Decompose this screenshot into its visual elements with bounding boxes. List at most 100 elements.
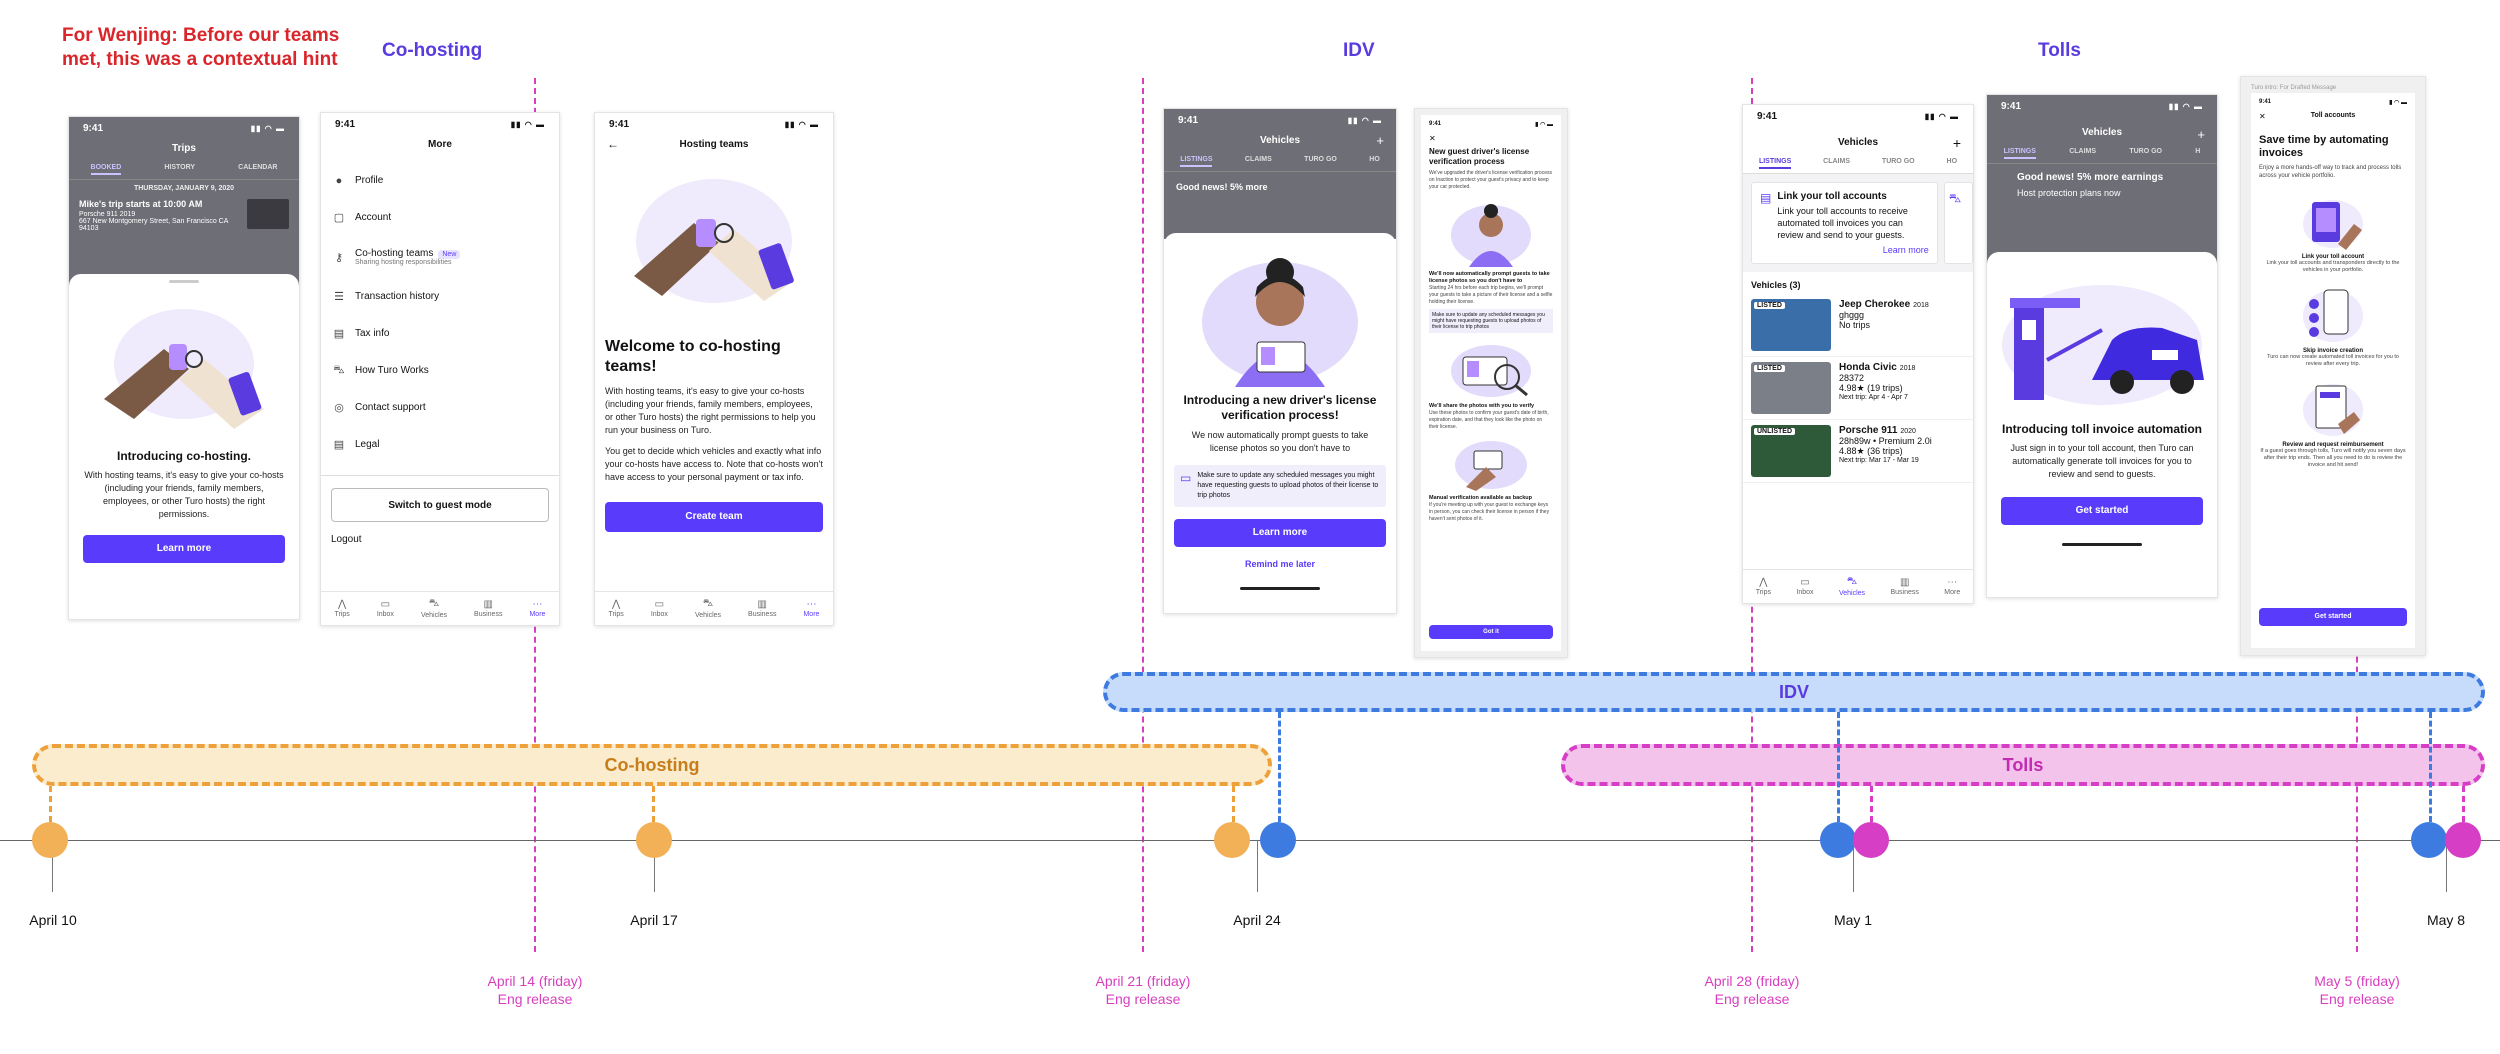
- remind-me-later-link[interactable]: Remind me later: [1164, 559, 1396, 569]
- nav-more[interactable]: ⋯More: [529, 599, 545, 618]
- nav-inbox[interactable]: ▭Inbox: [1796, 577, 1813, 596]
- card-learn-more-link[interactable]: Learn more: [1777, 245, 1928, 255]
- account-icon: ▢: [331, 211, 347, 224]
- tab-history[interactable]: HISTORY: [164, 164, 195, 175]
- tab-more[interactable]: HO: [1947, 158, 1958, 169]
- chart-icon: ▥: [1890, 577, 1918, 588]
- tab-more[interactable]: H: [2195, 148, 2200, 159]
- nav-business[interactable]: ▥Business: [748, 599, 776, 618]
- tab-turo-go[interactable]: TURO GO: [2129, 148, 2162, 159]
- milestone-cohosting-apr24[interactable]: [1214, 822, 1250, 858]
- logout-link[interactable]: Logout: [321, 522, 559, 557]
- back-arrow-icon[interactable]: ←: [607, 137, 619, 151]
- get-started-button[interactable]: Get started: [2259, 608, 2407, 626]
- listing-status-badge: LISTED: [1754, 365, 1785, 372]
- menu-item-contact-support[interactable]: ◎Contact support: [321, 389, 559, 426]
- section-body-3: If you're meeting up with your guest to …: [1429, 502, 1553, 523]
- modal-title: Introducing a new driver's license verif…: [1164, 387, 1396, 423]
- guest-portrait-illustration: [1441, 197, 1541, 267]
- release-label: Eng release: [1672, 990, 1832, 1008]
- listing-status-badge: LISTED: [1754, 302, 1785, 309]
- learn-more-button[interactable]: Learn more: [83, 535, 285, 563]
- nav-business[interactable]: ▥Business: [474, 599, 502, 618]
- card-title: Link your toll accounts: [1777, 191, 1928, 202]
- menu-item-transaction-history[interactable]: ☰Transaction history: [321, 278, 559, 315]
- close-icon[interactable]: ✕: [2259, 112, 2266, 121]
- tab-booked[interactable]: BOOKED: [91, 164, 122, 175]
- tab-more[interactable]: HO: [1369, 156, 1380, 167]
- vehicle-year: 2018: [1900, 365, 1916, 372]
- tab-claims[interactable]: CLAIMS: [1245, 156, 1272, 167]
- nav-trips[interactable]: ⋀Trips: [609, 599, 624, 618]
- nav-vehicles[interactable]: ⛍Vehicles: [1839, 576, 1865, 597]
- tab-calendar[interactable]: CALENDAR: [238, 164, 277, 175]
- link-toll-accounts-card[interactable]: ▤ Link your toll accounts Link your toll…: [1751, 182, 1938, 264]
- sheet-grabber[interactable]: [169, 280, 199, 283]
- milestone-cohosting-apr17[interactable]: [636, 822, 672, 858]
- milestone-tolls-may8[interactable]: [2445, 822, 2481, 858]
- more-icon: ⋯: [1944, 577, 1960, 588]
- promo-body: Host protection plans now: [2017, 188, 2205, 198]
- tab-listings[interactable]: LISTINGS: [1180, 156, 1212, 167]
- add-icon[interactable]: +: [1376, 133, 1384, 148]
- tab-listings[interactable]: LISTINGS: [1759, 158, 1791, 169]
- screen-toll-modal: 9:41▮▮ ◠ ▬ Vehicles+ LISTINGS CLAIMS TUR…: [1986, 94, 2218, 598]
- next-card-peek[interactable]: ⛍: [1944, 182, 1973, 264]
- nav-inbox[interactable]: ▭Inbox: [651, 599, 668, 618]
- nav-trips[interactable]: ⋀Trips: [335, 599, 350, 618]
- create-team-button[interactable]: Create team: [605, 502, 823, 532]
- nav-label: Trips: [335, 611, 350, 618]
- milestone-idv-may8[interactable]: [2411, 822, 2447, 858]
- intro-paragraph-1: With hosting teams, it's easy to give yo…: [595, 377, 833, 437]
- toll-account-illustration: [2298, 194, 2368, 250]
- get-started-button[interactable]: Get started: [2001, 497, 2203, 525]
- status-time: 9:41: [1429, 121, 1441, 128]
- milestone-cohosting-apr10[interactable]: [32, 822, 68, 858]
- menu-item-tax-info[interactable]: ▤Tax info: [321, 315, 559, 352]
- nav-vehicles[interactable]: ⛍Vehicles: [695, 598, 721, 619]
- close-icon[interactable]: ✕: [1429, 134, 1553, 143]
- avatar-icon: ●: [331, 175, 347, 187]
- nav-vehicles[interactable]: ⛍Vehicles: [421, 598, 447, 619]
- document-icon: ▤: [331, 327, 347, 340]
- milestone-idv-apr24[interactable]: [1260, 822, 1296, 858]
- nav-trips[interactable]: ⋀Trips: [1756, 577, 1771, 596]
- menu-item-how-turo-works[interactable]: ⛍How Turo Works: [321, 352, 559, 389]
- learn-more-button[interactable]: Learn more: [1174, 519, 1386, 547]
- tab-turo-go[interactable]: TURO GO: [1304, 156, 1337, 167]
- switch-to-guest-button[interactable]: Switch to guest mode: [331, 488, 549, 522]
- milestone-tolls-may1[interactable]: [1853, 822, 1889, 858]
- vehicle-rating: No trips: [1839, 320, 1929, 330]
- bottom-nav: ⋀Trips ▭Inbox ⛍Vehicles ▥Business ⋯More: [321, 591, 559, 625]
- date-label-apr24: April 24: [1207, 912, 1307, 928]
- message-icon: ▭: [1180, 471, 1191, 501]
- tab-claims[interactable]: CLAIMS: [2069, 148, 2096, 159]
- milestone-idv-may1[interactable]: [1820, 822, 1856, 858]
- status-icons: ▮▮ ◠ ▬: [2169, 102, 2203, 111]
- menu-label: Contact support: [355, 402, 426, 413]
- nav-more[interactable]: ⋯More: [1944, 577, 1960, 596]
- nav-more[interactable]: ⋯More: [803, 599, 819, 618]
- menu-item-legal[interactable]: ▤Legal: [321, 426, 559, 463]
- nav-business[interactable]: ▥Business: [1890, 577, 1918, 596]
- add-icon[interactable]: +: [2197, 127, 2205, 142]
- modal-body: With hosting teams, it's easy to give yo…: [69, 463, 299, 521]
- menu-item-profile[interactable]: ●Profile: [321, 162, 559, 199]
- tab-claims[interactable]: CLAIMS: [1823, 158, 1850, 169]
- tab-turo-go[interactable]: TURO GO: [1882, 158, 1915, 169]
- nav-label: Inbox: [1796, 589, 1813, 596]
- trip-title[interactable]: Mike's trip starts at 10:00 AM: [79, 199, 241, 209]
- menu-item-account[interactable]: ▢Account: [321, 199, 559, 236]
- add-icon[interactable]: +: [1953, 135, 1961, 151]
- nav-inbox[interactable]: ▭Inbox: [377, 599, 394, 618]
- menu-sublabel: Sharing hosting responsibilities: [355, 259, 460, 266]
- vehicle-detail: ghggg: [1839, 310, 1929, 320]
- got-it-button[interactable]: Got it: [1429, 625, 1553, 639]
- road-icon: ⋀: [1756, 577, 1771, 588]
- date-label-may1: May 1: [1803, 912, 1903, 928]
- tab-listings[interactable]: LISTINGS: [2004, 148, 2036, 159]
